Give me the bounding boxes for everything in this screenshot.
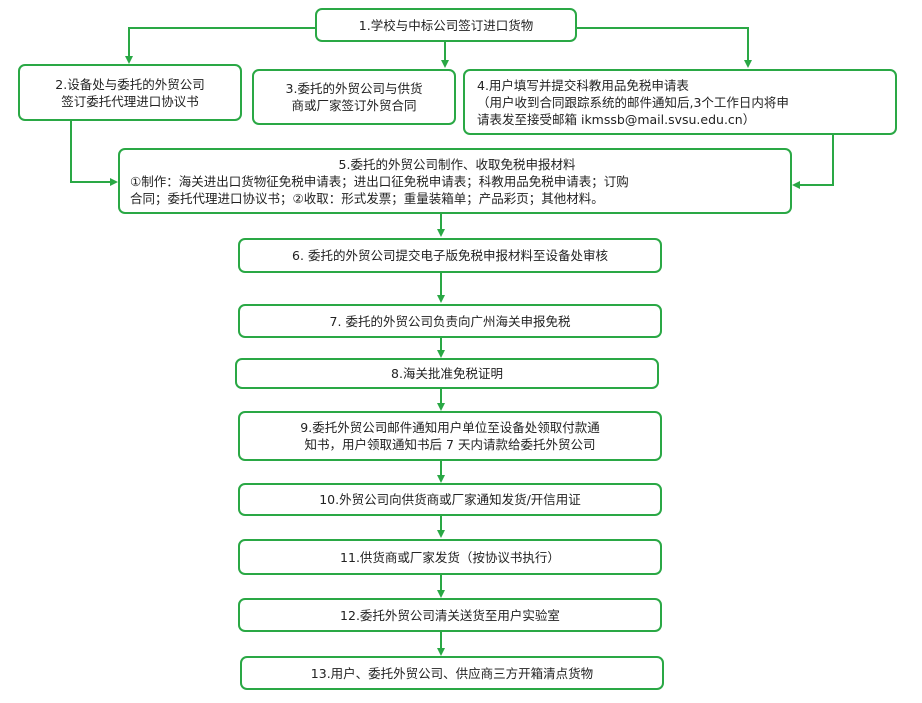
step-6-text: 6. 委托的外贸公司提交电子版免税申报材料至设备处审核 <box>292 248 608 263</box>
step-4-line-3: 请表发至接受邮箱 ikmssb@mail.svsu.edu.cn） <box>477 111 756 127</box>
connector-1-4 <box>577 27 752 68</box>
step-5-title: 5.委托的外贸公司制作、收取免税申报材料 <box>338 156 576 172</box>
step-6-box: 6. 委托的外贸公司提交电子版免税申报材料至设备处审核 <box>238 238 662 273</box>
connector-1-2 <box>125 27 315 64</box>
step-9-line-2: 知书，用户领取通知书后 7 天内请款给委托外贸公司 <box>304 437 596 452</box>
step-2-box: 2.设备处与委托的外贸公司 签订委托代理进口协议书 <box>18 64 242 121</box>
step-3-line-2: 商或厂家签订外贸合同 <box>291 98 417 113</box>
step-8-box: 8.海关批准免税证明 <box>235 358 659 389</box>
step-12-text: 12.委托外贸公司清关送货至用户实验室 <box>340 607 560 623</box>
step-2-line-2: 签订委托代理进口协议书 <box>61 93 199 109</box>
step-4-line-1: 4.用户填写并提交科教用品免税申请表 <box>477 77 689 93</box>
step-13-box: 13.用户、委托外贸公司、供应商三方开箱清点货物 <box>240 656 664 690</box>
step-8-text: 8.海关批准免税证明 <box>391 366 503 381</box>
step-11-box: 11.供货商或厂家发货（按协议书执行） <box>238 539 662 575</box>
connector-2-5 <box>70 120 118 186</box>
step-4-line-2: （用户收到合同跟踪系统的邮件通知后,3个工作日内将申 <box>477 94 789 110</box>
step-12-box: 12.委托外贸公司清关送货至用户实验室 <box>238 598 662 632</box>
step-2-line-1: 2.设备处与委托的外贸公司 <box>55 76 205 92</box>
connector-4-5 <box>792 135 834 189</box>
step-9-line-1: 9.委托外贸公司邮件通知用户单位至设备处领取付款通 <box>300 420 600 435</box>
step-10-box: 10.外贸公司向供货商或厂家通知发货/开信用证 <box>238 483 662 516</box>
step-11-text: 11.供货商或厂家发货（按协议书执行） <box>340 549 560 565</box>
step-4-box: 4.用户填写并提交科教用品免税申请表 （用户收到合同跟踪系统的邮件通知后,3个工… <box>463 69 897 135</box>
step-7-text: 7. 委托的外贸公司负责向广州海关申报免税 <box>329 313 571 329</box>
step-5-box: 5.委托的外贸公司制作、收取免税申报材料 ①制作：海关进出口货物征免税申请表；进… <box>118 148 792 214</box>
step-9-box: 9.委托外贸公司邮件通知用户单位至设备处领取付款通 知书，用户领取通知书后 7 … <box>238 411 662 461</box>
step-1-box: 1.学校与中标公司签订进口货物 <box>315 8 577 42</box>
step-5-line-2: ①制作：海关进出口货物征免税申请表；进出口征免税申请表；科教用品免税申请表；订购 <box>130 173 629 189</box>
step-5-line-3: 合同；委托代理进口协议书；②收取：形式发票；重量装箱单；产品彩页；其他材料。 <box>130 190 604 206</box>
step-1-text: 1.学校与中标公司签订进口货物 <box>358 17 534 33</box>
step-13-text: 13.用户、委托外贸公司、供应商三方开箱清点货物 <box>310 665 594 681</box>
step-3-line-1: 3.委托的外贸公司与供货 <box>285 81 423 96</box>
step-3-box: 3.委托的外贸公司与供货 商或厂家签订外贸合同 <box>252 69 456 125</box>
step-7-box: 7. 委托的外贸公司负责向广州海关申报免税 <box>238 304 662 338</box>
step-10-text: 10.外贸公司向供货商或厂家通知发货/开信用证 <box>319 492 581 507</box>
